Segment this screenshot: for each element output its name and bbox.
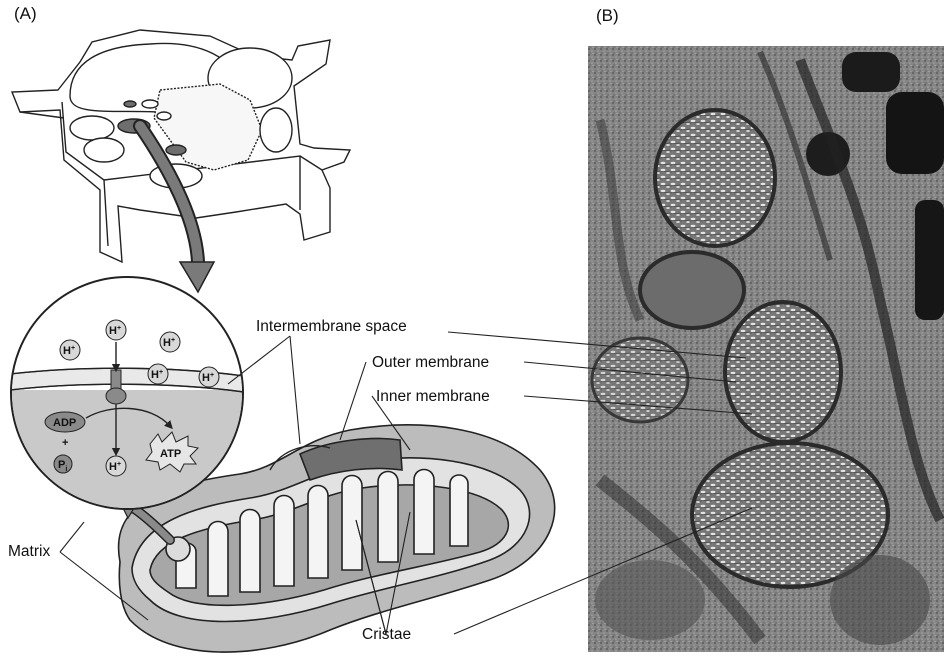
plus-sign: + xyxy=(62,437,68,449)
proton-ion: H+ xyxy=(60,340,80,360)
proton-ion: H+ xyxy=(106,320,126,340)
proton-ion: H+ xyxy=(160,332,180,352)
proton-ion: H+ xyxy=(199,367,219,387)
plant-cell-drawing xyxy=(12,30,350,262)
atp-label: ATP xyxy=(160,448,181,460)
adp-molecule: ADP xyxy=(45,412,85,432)
proton-ion: H+ xyxy=(106,456,126,476)
cristae-label: Cristae xyxy=(362,626,411,643)
proton-ion: H+ xyxy=(148,364,168,384)
outer-membrane-label: Outer membrane xyxy=(372,354,489,371)
matrix-label: Matrix xyxy=(8,543,50,560)
intermembrane-space-label: Intermembrane space xyxy=(256,318,407,335)
inner-membrane-label: Inner membrane xyxy=(376,388,490,405)
phosphate-molecule: Pi xyxy=(54,455,72,473)
adp-label: ADP xyxy=(53,417,76,429)
